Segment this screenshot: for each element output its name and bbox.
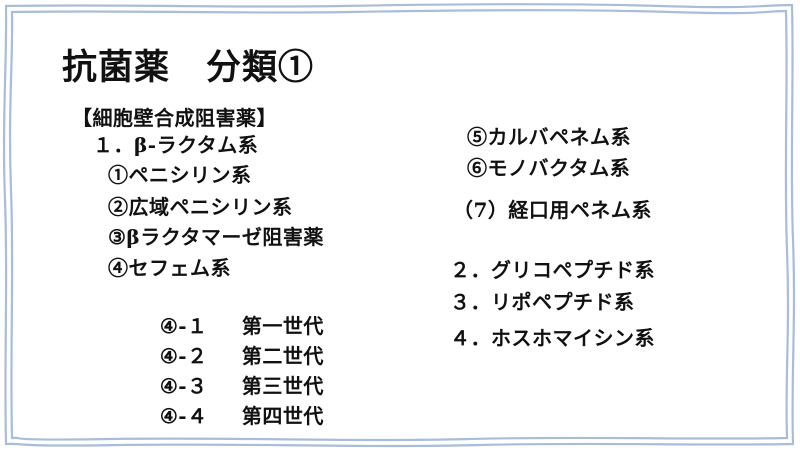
group-lipopeptide: ３．リポペプチド系 <box>450 290 635 314</box>
cephem-generation-row: ④-１ 第一世代 <box>130 284 324 368</box>
list-item-carbapenem: ⑤カルバペネム系 <box>467 125 631 149</box>
group-fosfomycin: ４．ホスホマイシン系 <box>450 326 655 350</box>
section-heading: 【細胞壁合成阻害薬】 <box>72 106 277 130</box>
cephem-generation-row: ④-３ 第三世代 <box>130 344 324 428</box>
cephem-generation-row: ④-４ 第四世代 <box>130 374 324 450</box>
group-beta-lactam: １．β-ラクタム系 <box>93 133 259 157</box>
generation-name: 第四世代 <box>241 404 324 428</box>
generation-name: 第二世代 <box>241 344 324 368</box>
generation-name: 第三世代 <box>241 374 324 398</box>
list-item-oral-penem: （7）経口用ペネム系 <box>453 198 652 222</box>
generation-code: ④-４ <box>159 404 208 428</box>
slide-title: 抗菌薬 分類① <box>62 47 315 88</box>
list-item-penicillin: ①ペニシリン系 <box>108 163 252 187</box>
cephem-generation-row: ④-２ 第二世代 <box>130 314 324 398</box>
list-item-cephem: ④セフェム系 <box>108 256 231 280</box>
generation-code: ④-２ <box>159 344 208 368</box>
generation-code: ④-３ <box>159 374 208 398</box>
group-glycopeptide: ２．グリコペプチド系 <box>450 258 655 282</box>
list-item-beta-lactamase-inhibitor: ③βラクタマーゼ阻害薬 <box>108 225 324 249</box>
generation-code: ④-１ <box>159 314 208 338</box>
generation-name: 第一世代 <box>241 314 324 338</box>
list-item-broad-penicillin: ②広域ペニシリン系 <box>108 195 293 219</box>
list-item-monobactam: ⑥モノバクタム系 <box>467 156 631 180</box>
